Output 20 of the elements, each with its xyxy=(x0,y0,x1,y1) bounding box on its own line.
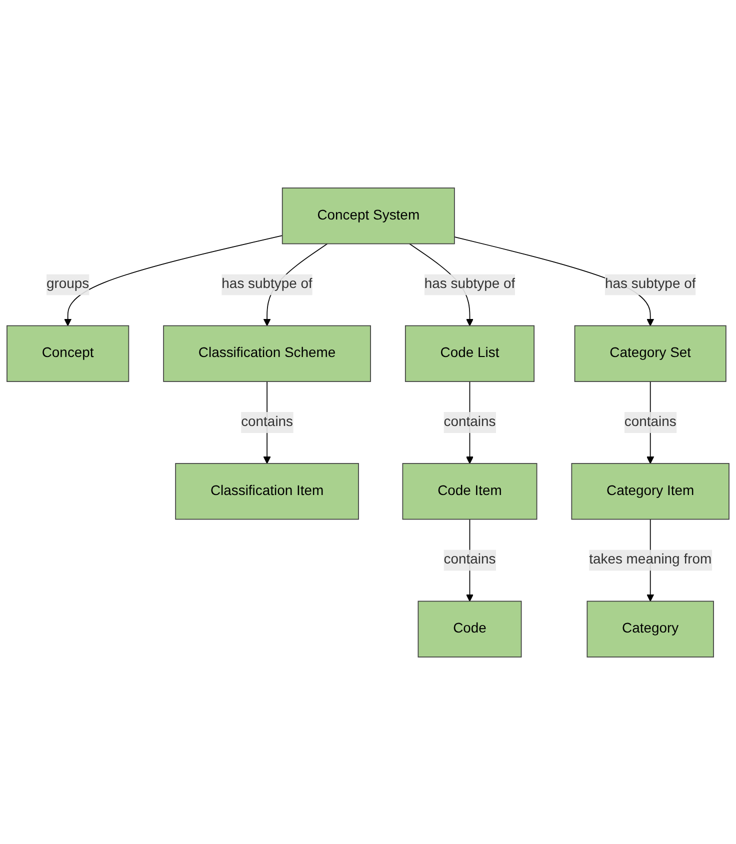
node-box: Category Item xyxy=(571,462,730,520)
edge-label: has subtype of xyxy=(222,276,312,292)
node-box: Category Set xyxy=(574,324,726,382)
edge-label: groups xyxy=(46,276,90,292)
node-box: Code Item xyxy=(402,462,538,520)
node-box: Code xyxy=(418,600,522,657)
node-box: Code List xyxy=(404,324,535,382)
edge-label: contains xyxy=(241,414,294,429)
edge-label: takes meaning from xyxy=(589,552,712,567)
node-box: Classification Scheme xyxy=(163,324,371,382)
arrow xyxy=(64,234,283,326)
node-box: Category xyxy=(586,600,714,657)
node-box: Concept System xyxy=(282,187,455,244)
edge-label: contains xyxy=(444,552,496,567)
edge-label: has subtype of xyxy=(424,276,516,292)
node-box: Concept xyxy=(6,324,130,382)
edge-label: contains xyxy=(444,414,496,429)
edge-label: has subtype of xyxy=(604,276,696,292)
edge-label: contains xyxy=(624,414,676,429)
node-box: Classification Item xyxy=(175,462,359,520)
